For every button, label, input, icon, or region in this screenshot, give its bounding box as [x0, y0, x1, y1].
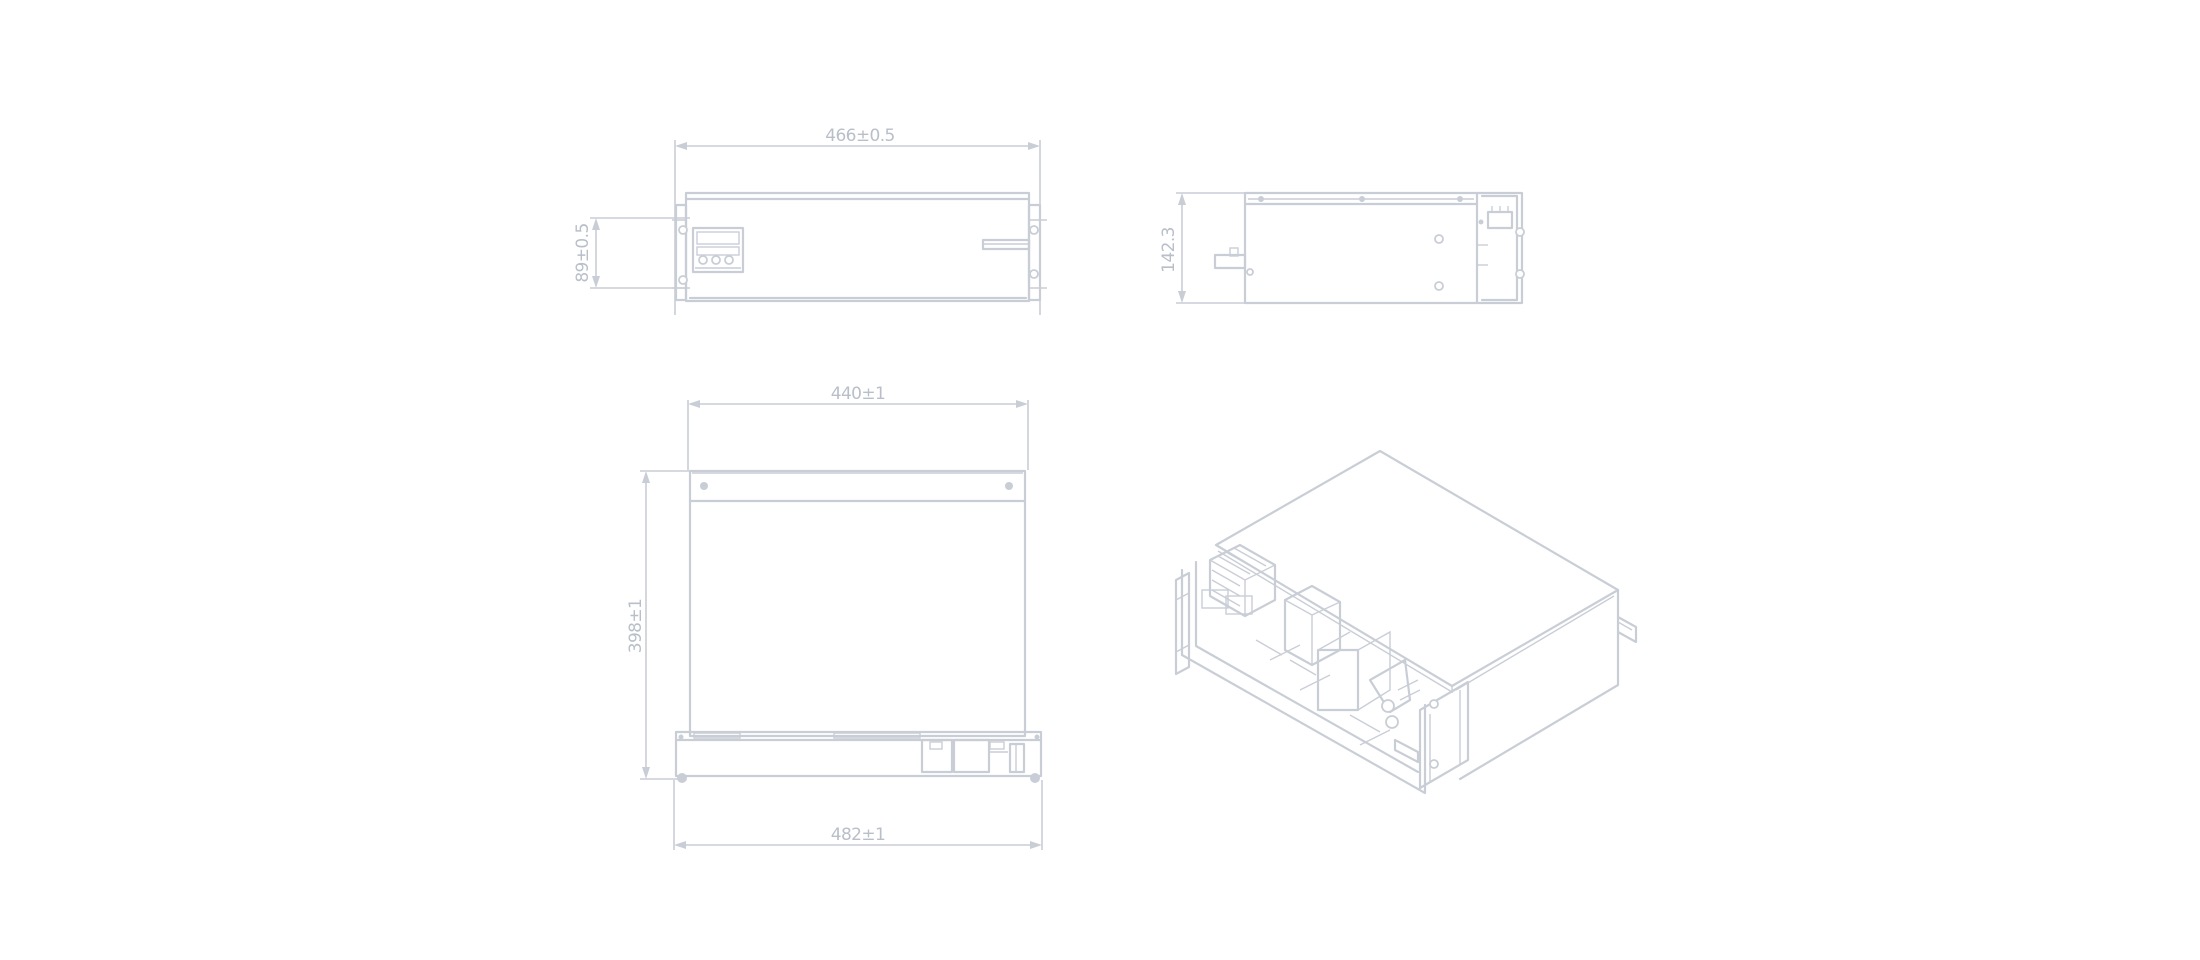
side-height-dimension: 142.3: [1159, 192, 1245, 304]
side-view: 142.3: [1159, 191, 1525, 305]
top-width-dimension: 440±1: [687, 384, 1029, 470]
side-chassis: [1213, 191, 1525, 305]
front-view: 466±0.5 89±0.5: [573, 126, 1047, 315]
rear-connector: [1486, 210, 1514, 230]
top-chassis: [674, 469, 1043, 783]
isometric-view: [1174, 449, 1638, 795]
top-width-label: 440±1: [831, 384, 886, 404]
front-width-label: 466±0.5: [825, 126, 895, 146]
iso-internal-modules: [1255, 584, 1421, 764]
front-height-dimension: 89±0.5: [573, 217, 690, 289]
overall-width-label: 482±1: [831, 825, 886, 845]
front-height-label: 89±0.5: [573, 223, 593, 282]
front-display-panel: [691, 226, 745, 274]
front-chassis: [672, 191, 1047, 303]
top-depth-label: 398±1: [626, 599, 646, 654]
top-view: 440±1 398±1: [626, 384, 1043, 850]
overall-width-dimension: 482±1: [673, 780, 1043, 850]
iso-terminal-block: [1201, 543, 1277, 618]
top-depth-dimension: 398±1: [626, 470, 690, 780]
front-width-dimension: 466±0.5: [674, 126, 1041, 315]
side-height-label: 142.3: [1159, 227, 1179, 273]
